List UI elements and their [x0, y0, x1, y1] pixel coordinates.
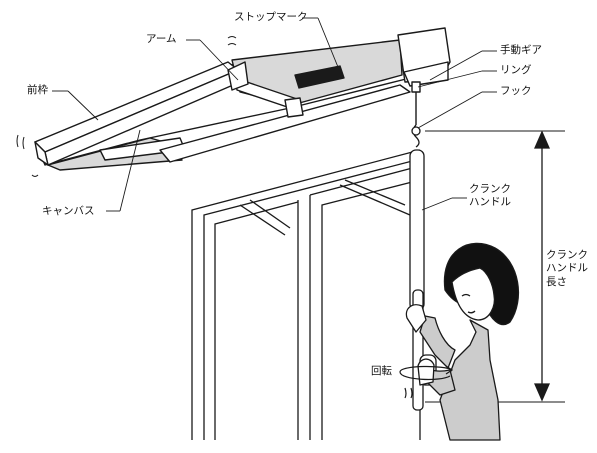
- label-crank-handle-line1: クランク: [469, 183, 511, 195]
- label-crank-handle-line2: ハンドル: [469, 196, 511, 208]
- label-canvas: キャンバス: [42, 205, 95, 217]
- label-rotation: 回転: [371, 365, 392, 377]
- label-hook: フック: [500, 85, 532, 97]
- label-crank-length-line2: ハンドル: [546, 262, 588, 274]
- label-crank-length-line3: 長さ: [546, 276, 567, 288]
- awning: [34, 27, 451, 171]
- window-frame: [191, 149, 421, 440]
- label-arm: アーム: [146, 33, 177, 45]
- leader-lines: [52, 17, 497, 212]
- rotation-arrow-icon: [399, 365, 454, 399]
- double-arrow-icon: [534, 130, 550, 402]
- label-stop-mark: ストップマーク: [234, 11, 308, 23]
- motion-marks: [16, 36, 237, 177]
- person: [405, 242, 520, 441]
- label-front-frame: 前枠: [27, 84, 48, 96]
- label-manual-gear: 手動ギア: [500, 44, 542, 56]
- label-ring: リング: [500, 64, 532, 76]
- label-crank-length-line1: クランク: [546, 249, 588, 261]
